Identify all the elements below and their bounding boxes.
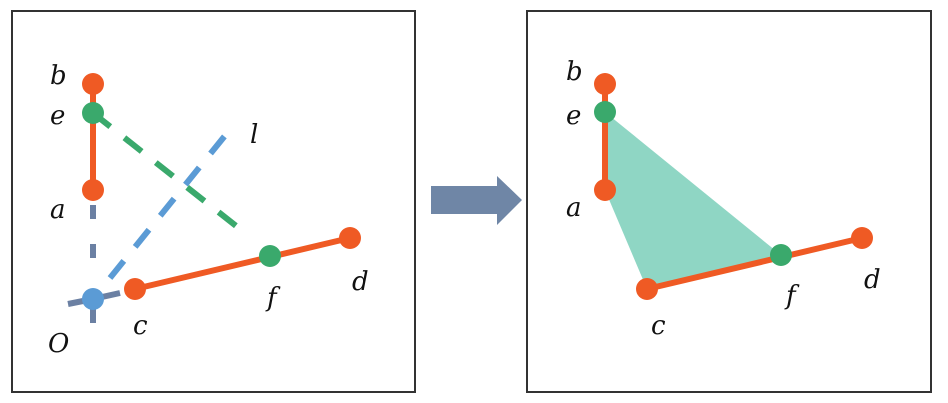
right-panel-frame [526, 10, 932, 393]
point-c [636, 278, 658, 300]
point-e [594, 101, 616, 123]
left-panel: b e a l O c f d [11, 10, 416, 393]
label-l: l [250, 120, 258, 150]
label-a: a [566, 193, 582, 223]
label-c: c [651, 311, 666, 341]
label-b: b [566, 57, 583, 87]
label-d: d [864, 265, 881, 295]
label-e: e [50, 101, 65, 131]
point-d [851, 227, 873, 249]
label-a: a [50, 195, 66, 225]
point-f [259, 245, 281, 267]
point-e [82, 102, 104, 124]
transform-arrow-icon [431, 176, 522, 225]
segment-cd [646, 235, 863, 292]
point-d [339, 227, 361, 249]
point-b [82, 73, 104, 95]
label-d: d [352, 267, 369, 297]
point-a [594, 179, 616, 201]
point-a [82, 179, 104, 201]
segment-cd [134, 235, 351, 292]
label-c: c [133, 311, 148, 341]
point-f [770, 244, 792, 266]
label-e: e [566, 101, 581, 131]
point-b [594, 73, 616, 95]
dashed-line-ef [91, 110, 247, 236]
line-l [107, 125, 235, 280]
label-O: O [48, 329, 69, 359]
label-b: b [50, 61, 67, 91]
point-origin [82, 288, 104, 310]
point-c [124, 278, 146, 300]
triangle-region [605, 112, 781, 289]
left-panel-frame [11, 10, 416, 393]
right-panel: b e a c f d [526, 10, 932, 393]
